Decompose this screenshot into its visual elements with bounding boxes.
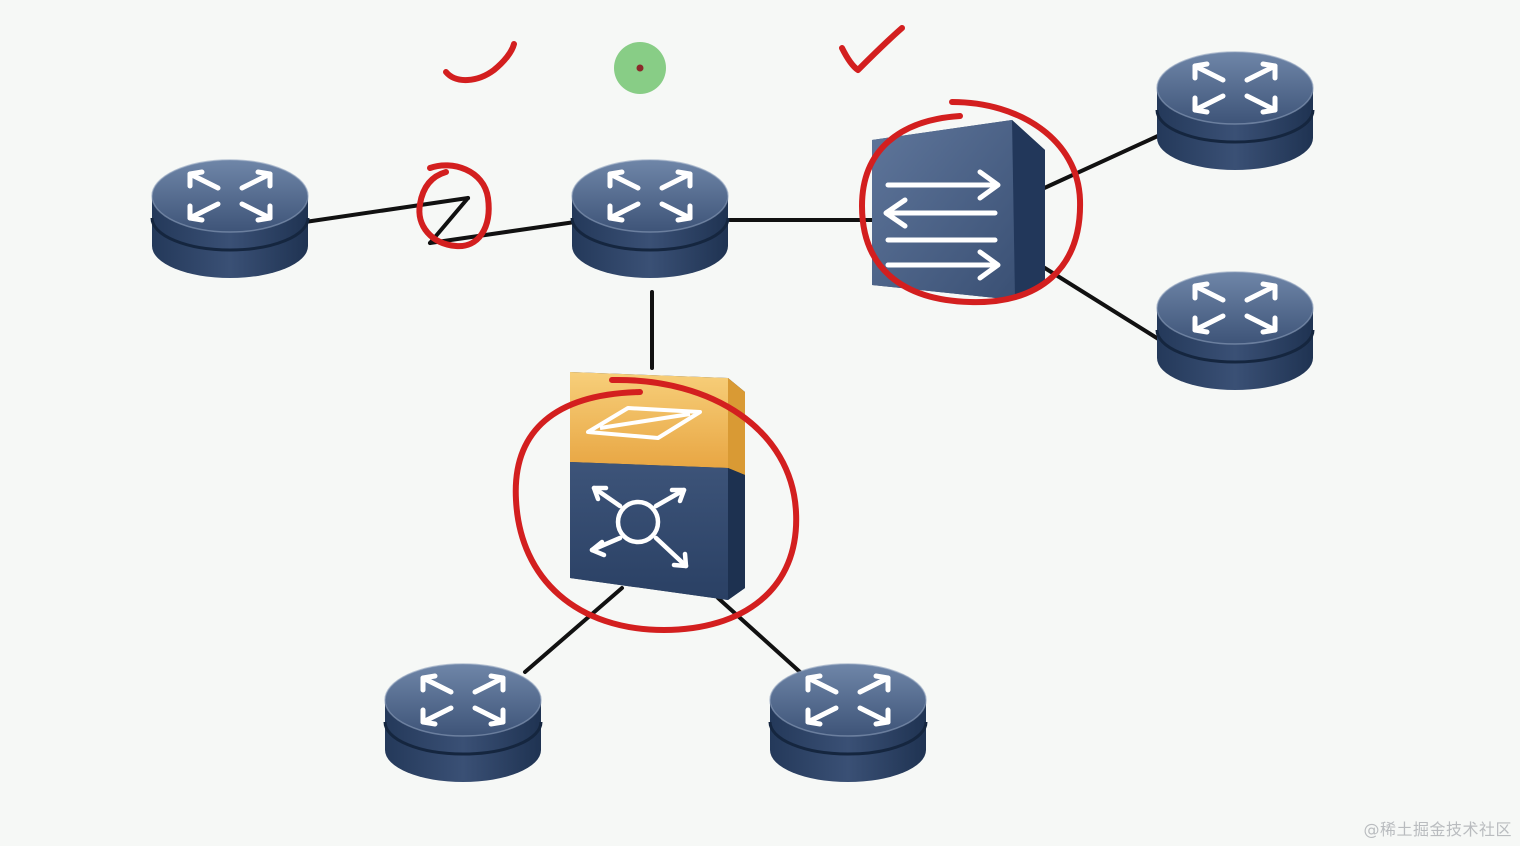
link-firewall-router-bottom-right	[716, 596, 802, 674]
check-mark-right-icon	[839, 25, 905, 73]
firewall-center[interactable]	[570, 372, 745, 600]
firewall-icon	[570, 372, 745, 600]
router-mid-right[interactable]	[1157, 272, 1313, 390]
link-left-center-b	[428, 220, 577, 245]
watermark-text: @稀土掘金技术社区	[1363, 820, 1512, 839]
router-bottom-right[interactable]	[770, 664, 926, 782]
link-switch-router-mid-right	[1038, 263, 1162, 342]
link-firewall-router-bottom-left	[523, 586, 624, 674]
router-left[interactable]	[152, 160, 308, 278]
router-icon	[1157, 52, 1313, 170]
circle-firewall-annotation	[512, 376, 800, 633]
circle-link-annotation	[416, 162, 492, 250]
router-bottom-left[interactable]	[385, 664, 541, 782]
dot-center-icon	[614, 42, 666, 94]
link-left-center-a	[303, 196, 470, 224]
router-icon	[572, 160, 728, 278]
router-icon	[1157, 272, 1313, 390]
switch-icon	[872, 120, 1045, 300]
router-top-right[interactable]	[1157, 52, 1313, 170]
router-icon	[770, 664, 926, 782]
links	[303, 133, 1162, 674]
link-switch-router-top-right	[1038, 133, 1162, 192]
switch-right[interactable]	[872, 120, 1045, 300]
router-center[interactable]	[572, 160, 728, 278]
circle-switch-annotation	[859, 99, 1084, 306]
check-mark-left-icon	[443, 41, 517, 83]
annotations	[416, 25, 1084, 633]
router-icon	[152, 160, 308, 278]
link-break-mark	[428, 196, 470, 245]
router-icon	[385, 664, 541, 782]
